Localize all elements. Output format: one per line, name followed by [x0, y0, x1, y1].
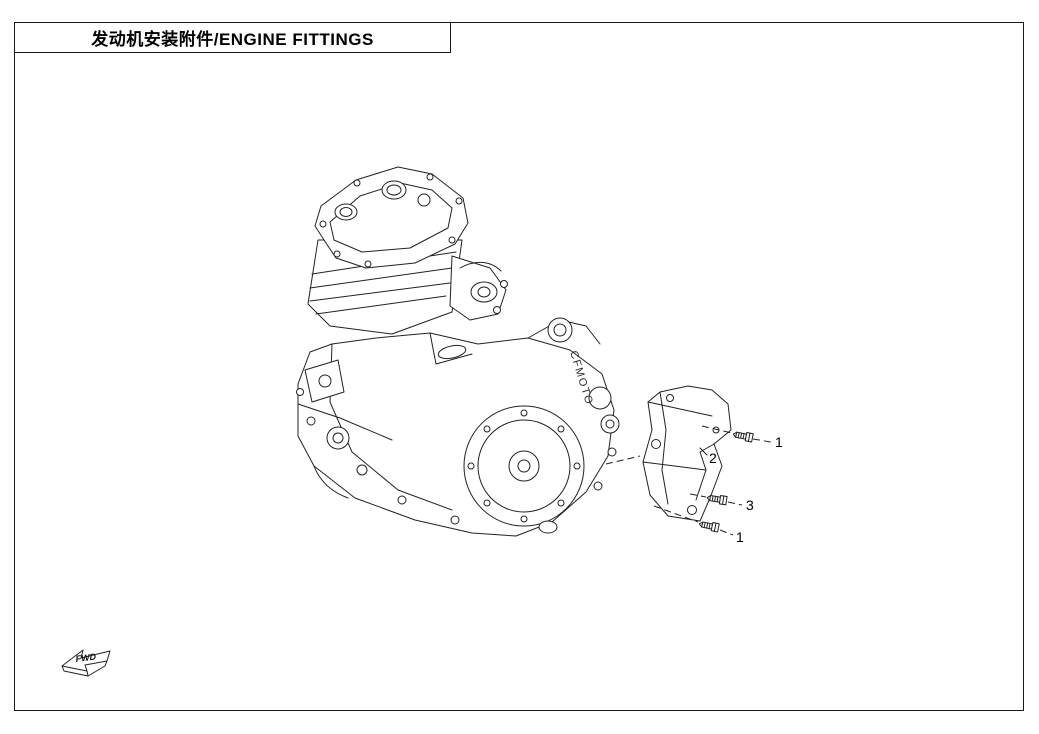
page-border [14, 22, 1024, 711]
leader-line-bolt-middle [689, 493, 707, 498]
callout-label-bolt-middle: 3 [746, 497, 754, 513]
callout-label-bolt-bottom: 1 [736, 529, 744, 545]
leader-line-bolt-top-label [752, 438, 772, 443]
engine-valve-cover [314, 166, 469, 269]
title-box: 发动机安装附件/ENGINE FITTINGS [14, 22, 451, 53]
bracket-part [642, 385, 732, 522]
page-title: 发动机安装附件/ENGINE FITTINGS [91, 30, 374, 49]
bolt-icon-bottom [697, 519, 720, 533]
callout-label-bracket: 2 [709, 450, 717, 466]
engine-illustration: CFMOTO [296, 166, 620, 537]
engine-cylinder-block [307, 239, 508, 335]
fwd-arrow-icon [61, 649, 111, 672]
engine-right-cluster [527, 317, 620, 491]
fwd-label: FWD [75, 652, 97, 664]
leader-line-bolt-bottom-label [719, 529, 734, 536]
callout-label-bolt-top: 1 [775, 434, 783, 450]
leader-line-engine-bracket [605, 455, 641, 465]
leader-line-bracket-label [699, 447, 708, 456]
fwd-indicator: FWD [61, 649, 111, 677]
engine-clutch-cover [463, 405, 585, 534]
leader-line-bolt-top [701, 425, 733, 434]
leader-line-bolt-middle-label [727, 501, 743, 506]
leader-lines [605, 425, 772, 536]
bolt-icon-top [731, 429, 754, 443]
leader-line-bolt-bottom [653, 505, 699, 523]
